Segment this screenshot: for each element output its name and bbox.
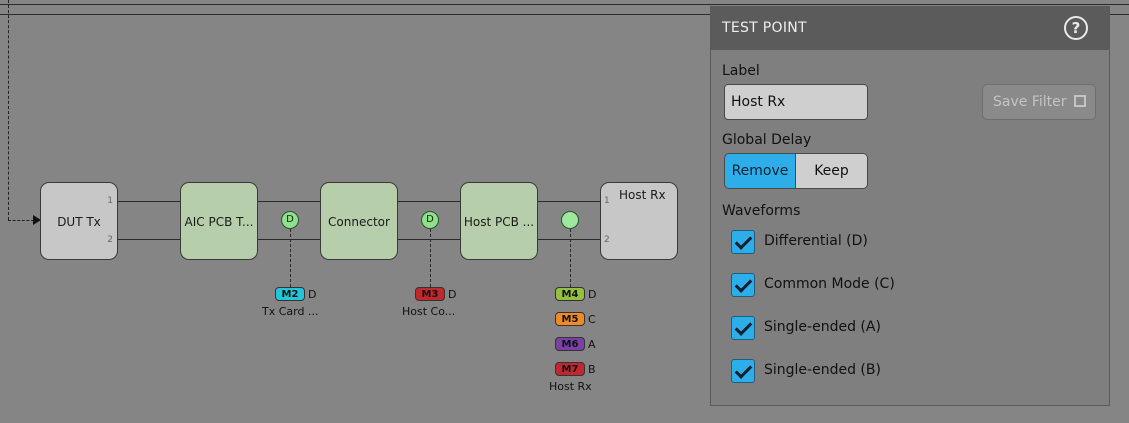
marker-type: C bbox=[588, 312, 596, 326]
marker-badge: M5 bbox=[555, 312, 585, 326]
input-dashed-connector bbox=[8, 220, 34, 221]
wire-p1-1 bbox=[118, 201, 182, 202]
checkbox-checked-icon[interactable] bbox=[731, 230, 755, 254]
help-icon[interactable]: ? bbox=[1064, 16, 1088, 40]
marker-type: B bbox=[588, 362, 596, 376]
tp3-drop-line bbox=[570, 229, 571, 287]
wire-p1-3 bbox=[398, 201, 462, 202]
tp2-drop-line bbox=[430, 229, 431, 287]
pin-label: 2 bbox=[604, 235, 610, 245]
input-arrow-icon bbox=[33, 215, 41, 225]
marker-type: D bbox=[308, 287, 317, 301]
marker-badge: M4 bbox=[555, 287, 585, 301]
block-connector[interactable]: Connector bbox=[320, 182, 398, 260]
block-host-rx[interactable]: Host Rx 1 2 bbox=[600, 182, 678, 260]
checkbox-checked-icon[interactable] bbox=[731, 273, 755, 297]
label-heading: Label bbox=[722, 63, 760, 79]
panel-title: TEST POINT bbox=[722, 20, 807, 36]
block-host-pcb[interactable]: Host PCB ... bbox=[460, 182, 538, 260]
checkbox-checked-icon[interactable] bbox=[731, 359, 755, 383]
test-point-host-rx[interactable] bbox=[561, 211, 579, 229]
marker-badge: M7 bbox=[555, 362, 585, 376]
block-label: Host Rx bbox=[619, 188, 666, 202]
pin-label: 2 bbox=[107, 235, 113, 245]
pin-label: 1 bbox=[107, 196, 113, 206]
waveform-label: Single-ended (A) bbox=[764, 319, 881, 335]
block-label: AIC PCB T... bbox=[184, 215, 254, 229]
marker-caption: Host Co... bbox=[402, 305, 456, 318]
top-border-line-2 bbox=[0, 14, 1129, 15]
wire-p1-4 bbox=[538, 201, 602, 202]
save-filter-label: Save Filter bbox=[993, 94, 1067, 110]
input-dashed-line bbox=[8, 0, 9, 220]
marker-type: D bbox=[588, 287, 597, 301]
global-delay-heading: Global Delay bbox=[722, 132, 812, 148]
remove-delay-button[interactable]: Remove bbox=[724, 153, 796, 189]
top-border-line bbox=[0, 4, 1129, 5]
panel-header: TEST POINT ? bbox=[711, 7, 1109, 50]
tp1-drop-line bbox=[290, 229, 291, 287]
marker-caption: Host Rx bbox=[549, 380, 592, 393]
marker-badge: M2 bbox=[275, 287, 305, 301]
external-link-icon bbox=[1074, 95, 1086, 107]
waveform-label: Differential (D) bbox=[764, 233, 868, 249]
waveforms-heading: Waveforms bbox=[722, 203, 801, 219]
waveform-label: Common Mode (C) bbox=[764, 276, 895, 292]
keep-delay-button[interactable]: Keep bbox=[795, 153, 868, 189]
test-point-tx-card[interactable]: D bbox=[281, 211, 299, 229]
checkbox-checked-icon[interactable] bbox=[731, 316, 755, 340]
wire-p1-2 bbox=[258, 201, 322, 202]
save-filter-button[interactable]: Save Filter bbox=[982, 84, 1096, 120]
waveform-label: Single-ended (B) bbox=[764, 362, 881, 378]
block-label: Connector bbox=[328, 215, 390, 229]
block-dut-tx[interactable]: DUT Tx 1 2 bbox=[40, 182, 118, 260]
block-label: DUT Tx bbox=[57, 215, 101, 229]
pin-label: 1 bbox=[604, 196, 610, 206]
label-input[interactable] bbox=[724, 84, 868, 120]
block-label: Host PCB ... bbox=[463, 215, 535, 229]
marker-caption: Tx Card ... bbox=[262, 305, 319, 318]
marker-type: D bbox=[448, 287, 457, 301]
marker-badge: M3 bbox=[415, 287, 445, 301]
test-point-host-connector[interactable]: D bbox=[421, 211, 439, 229]
test-point-panel: TEST POINT ? Label Save Filter Global De… bbox=[710, 6, 1110, 406]
marker-badge: M6 bbox=[555, 337, 585, 351]
marker-type: A bbox=[588, 337, 596, 351]
wire-p2-1 bbox=[118, 239, 182, 240]
block-aic-pcb[interactable]: AIC PCB T... bbox=[180, 182, 258, 260]
